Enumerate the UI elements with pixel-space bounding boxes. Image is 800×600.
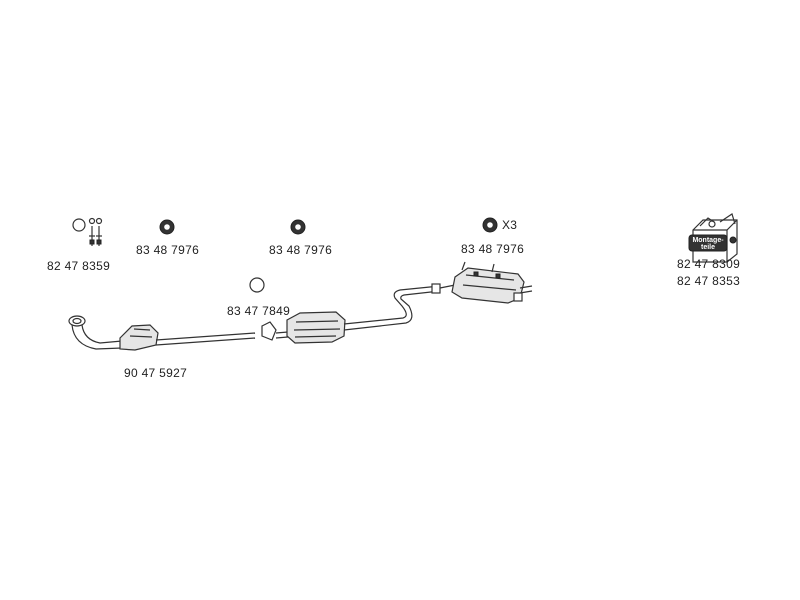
- part-no-hanger-1: 83 48 7976: [136, 243, 200, 257]
- part-no-hanger-3: 83 48 7976: [461, 242, 525, 256]
- part-no-hanger-2: 83 48 7976: [269, 243, 333, 257]
- box-label-line2: teile: [701, 244, 715, 251]
- part-no-mount-kit: 82 47 8359: [47, 259, 111, 273]
- rubber-hanger-icon-3: [482, 217, 498, 233]
- gasket-ring-icon: [249, 277, 265, 293]
- part-no-front-pipe: 90 47 5927: [124, 366, 188, 380]
- bolt-set-icon: [88, 217, 103, 246]
- exhaust-line: [68, 261, 533, 351]
- rubber-hanger-icon-2: [290, 219, 306, 235]
- mounting-parts-box-icon: Montage- teile: [688, 213, 738, 263]
- part-no-gasket: 83 47 7849: [227, 304, 291, 318]
- box-label-line1: Montage-: [692, 237, 724, 244]
- rubber-hanger-icon-1: [159, 219, 175, 235]
- part-no-box-1: 82 47 8309: [677, 257, 741, 271]
- part-no-box-2: 82 47 8353: [677, 274, 741, 288]
- ring-clamp-icon: [72, 218, 86, 232]
- quantity-label: X3: [502, 218, 518, 232]
